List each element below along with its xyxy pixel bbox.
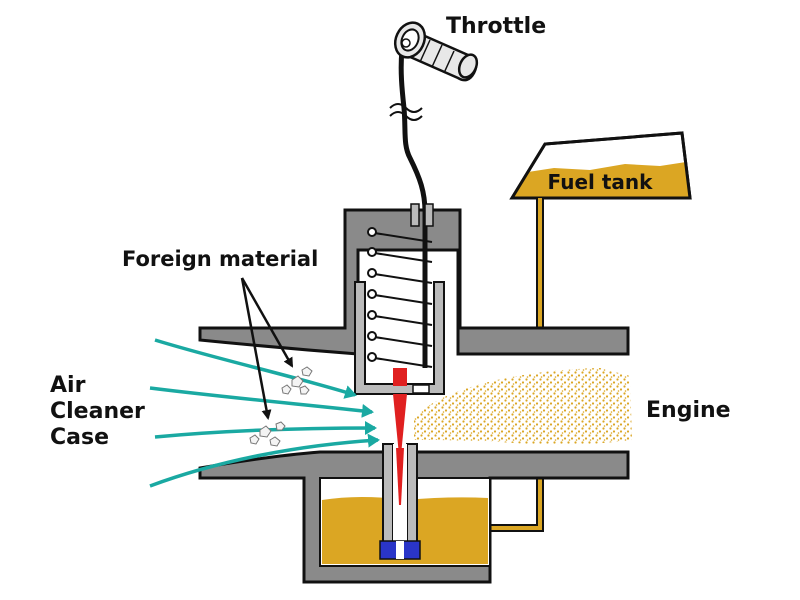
jet-needle bbox=[393, 368, 407, 455]
air-cleaner-case-label-line-1: Air bbox=[50, 373, 86, 398]
fuel-line bbox=[490, 198, 544, 532]
foreign-material-pointers bbox=[240, 277, 294, 420]
air-cleaner-case-label-line-3: Case bbox=[50, 425, 109, 450]
fuel-tank-label: Fuel tank bbox=[548, 170, 654, 194]
foreign-particles bbox=[249, 366, 313, 447]
throttle-grip bbox=[393, 21, 479, 82]
fuel-tank: Fuel tank bbox=[509, 131, 692, 200]
throttle-cable bbox=[389, 49, 434, 368]
main-jet bbox=[379, 443, 421, 560]
fuel-spray bbox=[414, 368, 632, 445]
slide-spring bbox=[367, 227, 433, 368]
foreign-material-label: Foreign material bbox=[122, 247, 318, 271]
air-cleaner-case-label-line-2: Cleaner bbox=[50, 399, 145, 424]
carburetor-upper-body bbox=[198, 208, 630, 356]
engine-label: Engine bbox=[646, 398, 731, 423]
throttle-label: Throttle bbox=[446, 14, 546, 39]
throttle-slide bbox=[354, 281, 445, 395]
